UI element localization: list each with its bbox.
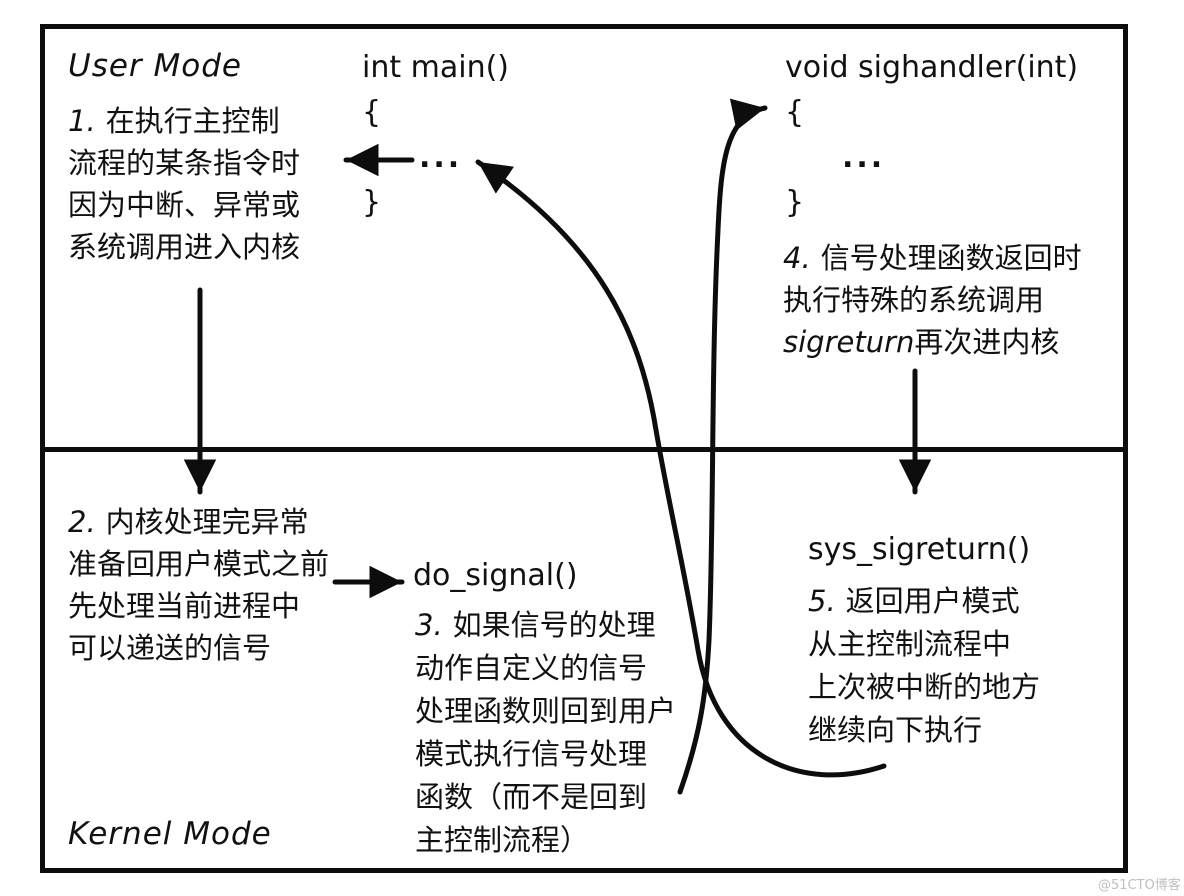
sighandler-signature: void sighandler(int) bbox=[785, 50, 1079, 85]
step3-line: 主控制流程） bbox=[415, 823, 590, 857]
arrow-sysreturn-to-main bbox=[475, 159, 887, 778]
sighandler-code-block: void sighandler(int) { ... } bbox=[785, 45, 1078, 225]
step4-line: sigreturn再次进内核 bbox=[783, 325, 1060, 359]
step3-line: 动作自定义的信号 bbox=[415, 651, 648, 685]
step5-line: 上次被中断的地方 bbox=[808, 670, 1041, 704]
step1-text: 1.在执行主控制 流程的某条指令时 因为中断、异常或 系统调用进入内核 bbox=[68, 100, 300, 268]
step4-line: 执行特殊的系统调用 bbox=[783, 283, 1045, 317]
step4-text: 4.信号处理函数返回时 执行特殊的系统调用 sigreturn再次进内核 bbox=[783, 237, 1082, 363]
step2-line: 2.内核处理完异常 bbox=[68, 505, 309, 539]
watermark: @51CTO博客 bbox=[1098, 878, 1181, 893]
step1-line: 因为中断、异常或 bbox=[68, 188, 301, 222]
main-signature: int main() bbox=[362, 50, 510, 85]
sighandler-open-brace: { bbox=[785, 95, 805, 130]
main-code-block: int main() { ... } bbox=[362, 45, 509, 225]
sysreturn-label: sys_sigreturn() bbox=[808, 532, 1031, 567]
kernel-mode-label: Kernel Mode bbox=[68, 816, 272, 852]
step1-line: 系统调用进入内核 bbox=[68, 230, 301, 264]
sigreturn-keyword: sigreturn bbox=[783, 325, 915, 359]
user-mode-label: User Mode bbox=[68, 48, 242, 84]
step4-number: 4. bbox=[783, 241, 811, 275]
step5-number: 5. bbox=[808, 584, 836, 618]
sighandler-close-brace: } bbox=[785, 185, 805, 220]
step3-number: 3. bbox=[415, 608, 443, 642]
step5-text: 5.返回用户模式 从主控制流程中 上次被中断的地方 继续向下执行 bbox=[808, 580, 1040, 752]
main-body-ellipsis: ... bbox=[419, 140, 463, 175]
step2-text: 2.内核处理完异常 准备回用户模式之前 先处理当前进程中 可以递送的信号 bbox=[68, 501, 329, 669]
step2-number: 2. bbox=[68, 505, 96, 539]
step3-text: 3.如果信号的处理 动作自定义的信号 处理函数则回到用户 模式执行信号处理 函数… bbox=[415, 604, 676, 862]
sighandler-body-ellipsis: ... bbox=[842, 140, 886, 175]
main-close-brace: } bbox=[362, 185, 382, 220]
main-open-brace: { bbox=[362, 95, 382, 130]
step5-line: 5.返回用户模式 bbox=[808, 584, 1020, 618]
step5-line: 从主控制流程中 bbox=[808, 627, 1012, 661]
user-kernel-divider bbox=[43, 447, 1126, 452]
step1-line: 1.在执行主控制 bbox=[68, 104, 280, 138]
step3-line: 处理函数则回到用户 bbox=[415, 694, 677, 728]
step1-line: 流程的某条指令时 bbox=[68, 146, 301, 180]
step3-line: 模式执行信号处理 bbox=[415, 737, 648, 771]
step3-line: 3.如果信号的处理 bbox=[415, 608, 656, 642]
arrow-dosignal-to-sighandler bbox=[677, 98, 768, 795]
dosignal-label: do_signal() bbox=[413, 558, 578, 593]
step1-number: 1. bbox=[68, 104, 96, 138]
step5-line: 继续向下执行 bbox=[808, 713, 983, 747]
step3-line: 函数（而不是回到 bbox=[415, 780, 648, 814]
step2-line: 先处理当前进程中 bbox=[68, 589, 301, 623]
step2-line: 准备回用户模式之前 bbox=[68, 547, 330, 581]
step4-line: 4.信号处理函数返回时 bbox=[783, 241, 1082, 275]
step2-line: 可以递送的信号 bbox=[68, 631, 272, 665]
